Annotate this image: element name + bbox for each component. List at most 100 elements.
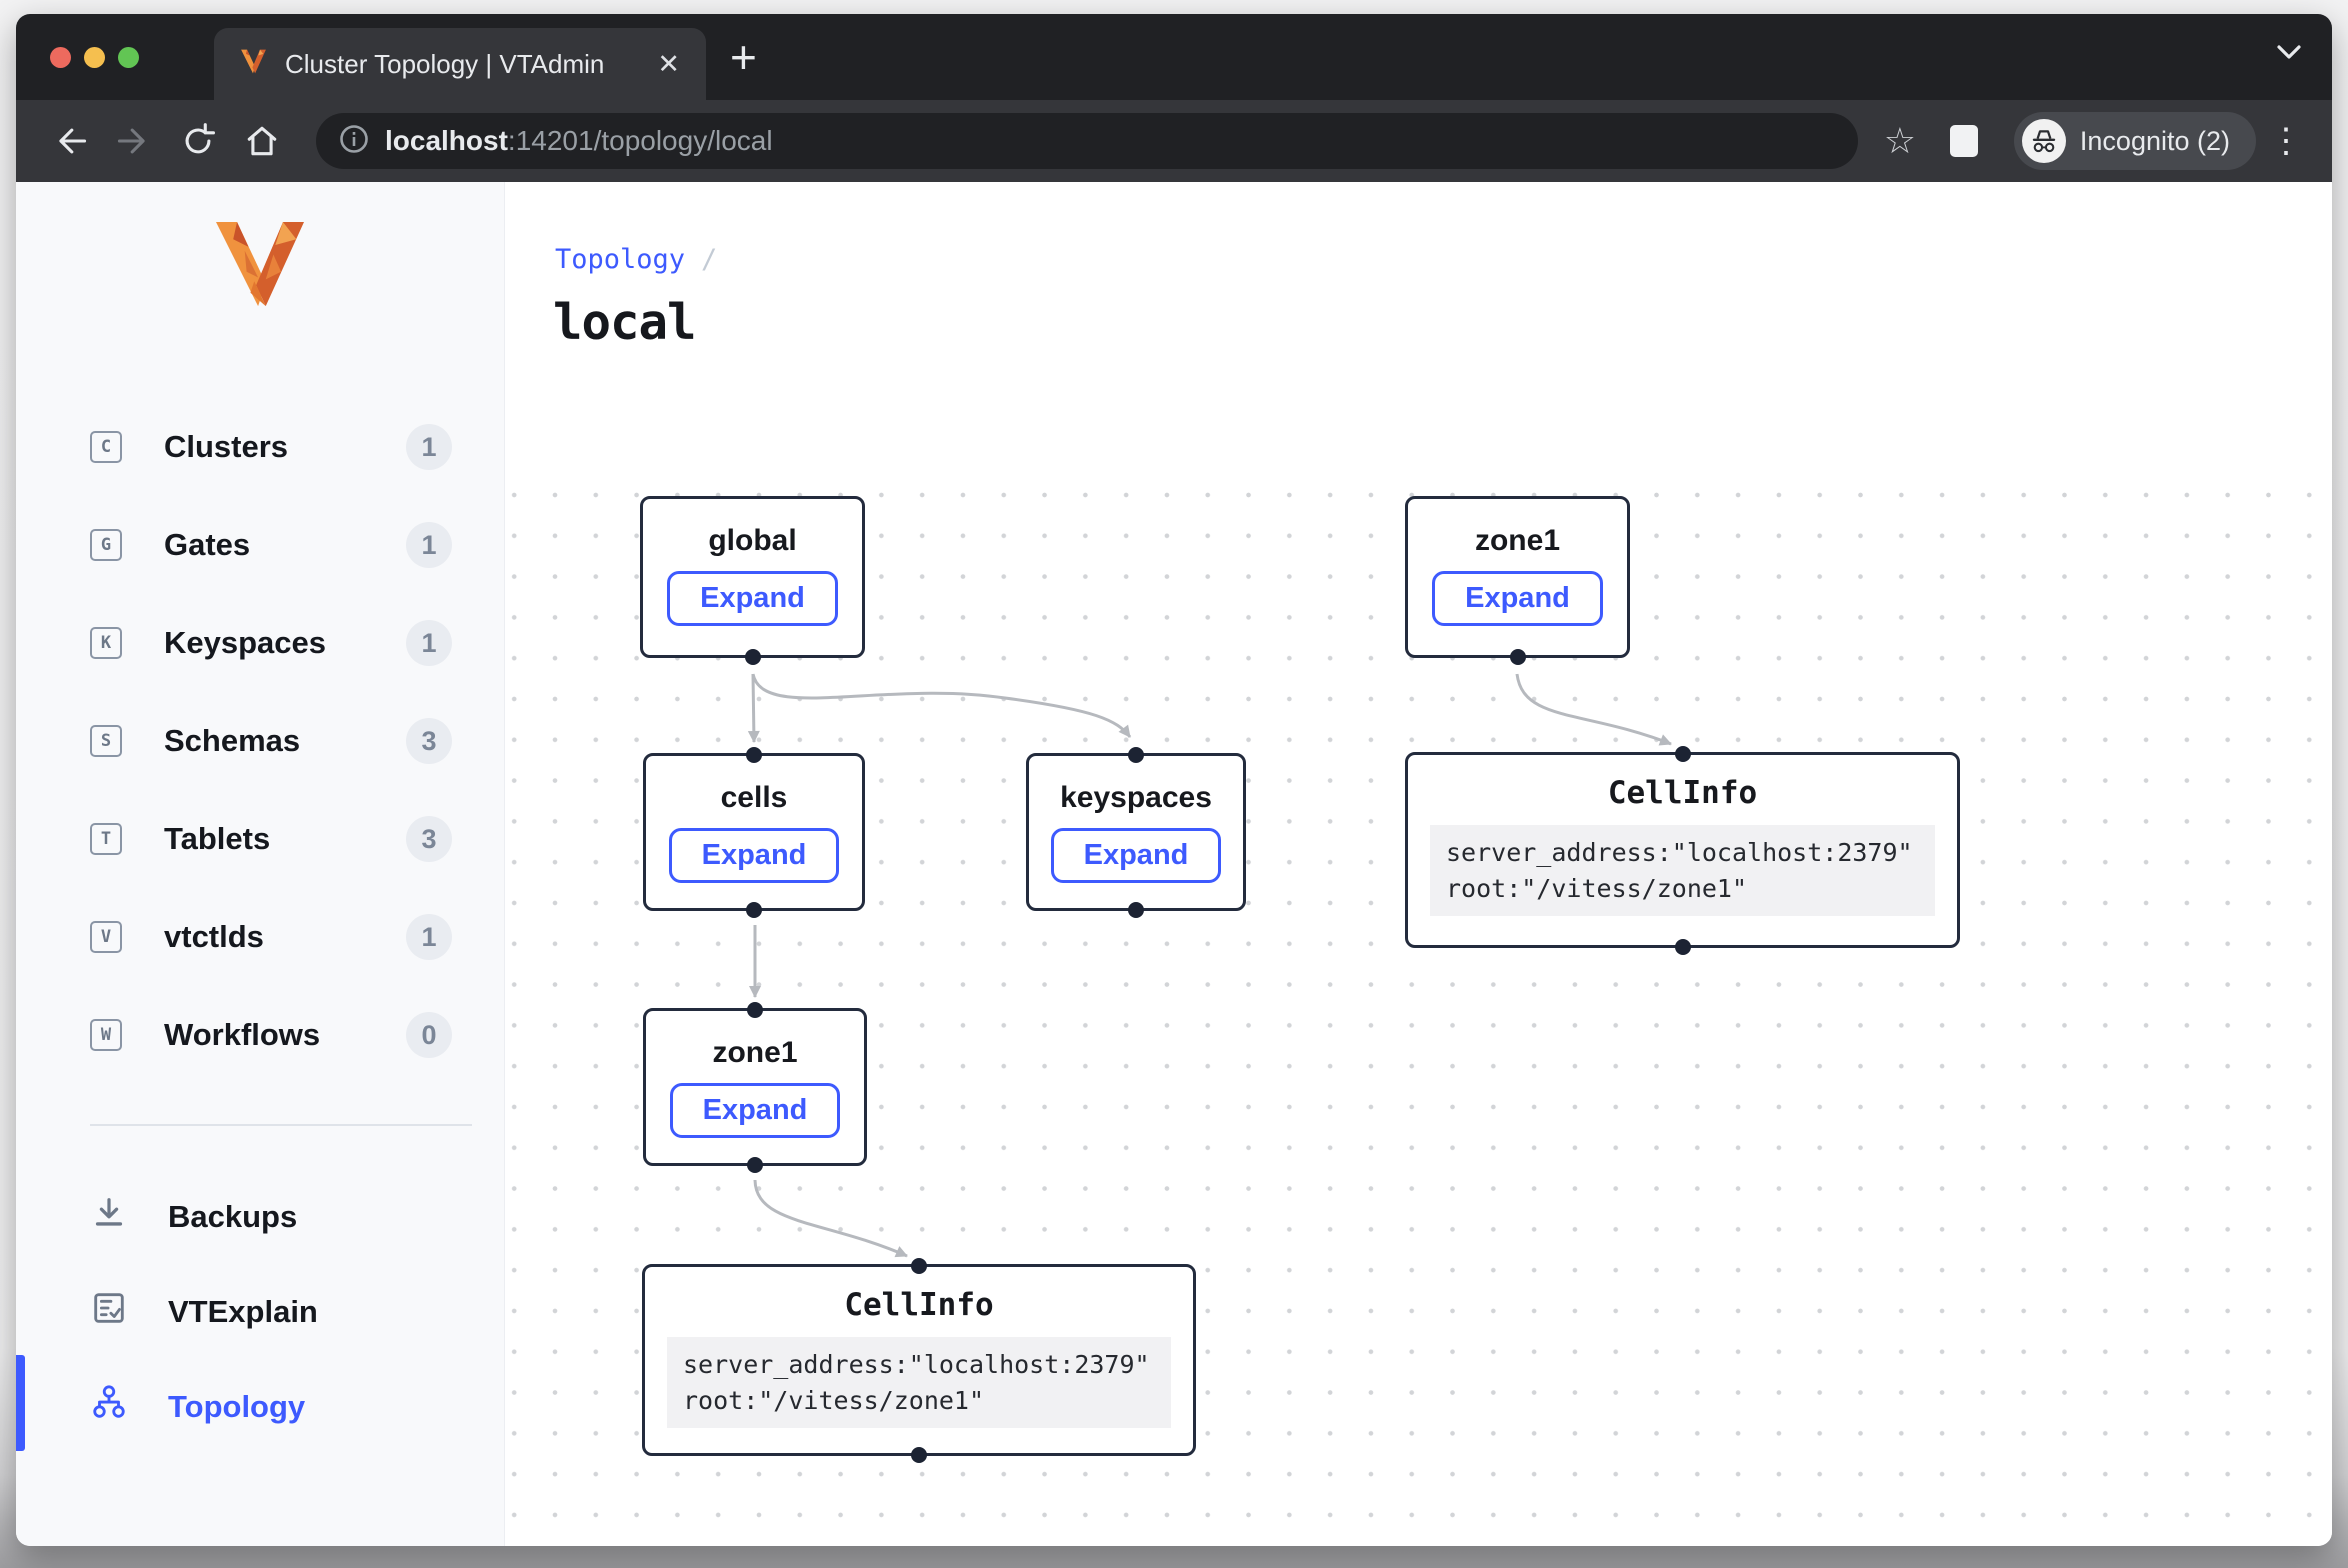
reload-button[interactable] <box>170 113 226 169</box>
gates-letter-icon: G <box>90 529 122 561</box>
sidebar-item-label: VTExplain <box>168 1293 318 1329</box>
sidebar-item-label: vtctlds <box>164 919 264 954</box>
minimize-window-button[interactable] <box>84 47 105 68</box>
sidebar-item-label: Schemas <box>164 723 301 758</box>
url-bar[interactable]: localhost:14201/topology/local <box>316 113 1858 169</box>
sidebar-nav: C Clusters 1 G Gates 1 K Keyspaces 1 S S… <box>16 398 504 1084</box>
sidebar-item-vtctlds[interactable]: V vtctlds 1 <box>16 888 504 986</box>
sidebar-item-gates[interactable]: G Gates 1 <box>16 496 504 594</box>
sidebar-item-label: Backups <box>168 1198 298 1234</box>
edge-zone1-cellinfo <box>753 1179 908 1258</box>
node-port <box>746 746 762 763</box>
window-controls <box>50 47 139 68</box>
count-badge: 3 <box>406 816 452 862</box>
node-zone1-top[interactable]: zone1 Expand <box>1405 496 1630 665</box>
expand-button[interactable]: Expand <box>669 1083 841 1138</box>
node-port <box>746 901 762 918</box>
breadcrumb-topology-link[interactable]: Topology <box>555 244 686 275</box>
sidebar-item-label: Gates <box>164 527 251 562</box>
sidebar-item-clusters[interactable]: C Clusters 1 <box>16 398 504 496</box>
expand-button[interactable]: Expand <box>1432 571 1603 626</box>
workflows-letter-icon: W <box>90 1019 122 1051</box>
expand-button[interactable]: Expand <box>667 571 838 626</box>
breadcrumb: Topology / <box>555 244 717 275</box>
url-text: localhost:14201/topology/local <box>385 125 773 157</box>
favicon-vitess-icon <box>240 49 267 80</box>
close-window-button[interactable] <box>50 47 71 68</box>
tab-title: Cluster Topology | VTAdmin <box>285 48 605 79</box>
keyspaces-letter-icon: K <box>90 627 122 659</box>
page-title: local <box>553 294 697 351</box>
node-port <box>911 1446 927 1463</box>
node-cellinfo-bottom[interactable]: CellInfo server_address:"localhost:2379"… <box>642 1257 1196 1463</box>
edge-global-cells <box>747 673 760 743</box>
main-content: Topology / local global Expand <box>505 182 2332 1546</box>
clusters-letter-icon: C <box>90 431 122 463</box>
browser-tab[interactable]: Cluster Topology | VTAdmin ✕ <box>214 28 706 100</box>
code-line: server_address:"localhost:2379" <box>1446 838 1913 867</box>
topology-icon <box>90 1384 128 1430</box>
node-port <box>747 1001 763 1018</box>
incognito-badge[interactable]: Incognito (2) <box>2013 112 2256 170</box>
node-zone1-bottom[interactable]: zone1 Expand <box>643 1001 867 1173</box>
sidebar-item-label: Clusters <box>164 429 289 464</box>
vtctlds-letter-icon: V <box>90 921 122 953</box>
sidebar-item-label: Keyspaces <box>164 625 327 660</box>
node-port <box>1128 901 1144 918</box>
sidebar-item-topology[interactable]: Topology <box>16 1359 504 1454</box>
sidebar-item-keyspaces[interactable]: K Keyspaces 1 <box>16 594 504 692</box>
sidebar-item-schemas[interactable]: S Schemas 3 <box>16 692 504 790</box>
sidebar-item-tablets[interactable]: T Tablets 3 <box>16 790 504 888</box>
node-port <box>911 1257 927 1274</box>
new-tab-button[interactable]: + <box>730 31 757 83</box>
edge-global-keyspaces <box>751 673 1132 738</box>
node-title: global <box>708 524 797 557</box>
node-title: cells <box>720 781 788 814</box>
count-badge: 1 <box>406 522 452 568</box>
browser-window: Cluster Topology | VTAdmin ✕ + localhost… <box>16 14 2332 1546</box>
active-nav-indicator <box>16 1355 25 1451</box>
home-button[interactable] <box>234 113 290 169</box>
node-port <box>744 648 761 665</box>
node-port <box>1674 745 1691 762</box>
schemas-letter-icon: S <box>90 725 122 757</box>
node-keyspaces[interactable]: keyspaces Expand <box>1026 746 1246 918</box>
zoom-window-button[interactable] <box>118 47 139 68</box>
forward-button[interactable] <box>106 113 162 169</box>
vitess-logo <box>16 222 504 310</box>
side-panel-icon[interactable] <box>1936 113 1992 169</box>
code-line: server_address:"localhost:2379" <box>683 1350 1150 1379</box>
url-host: localhost <box>385 125 508 156</box>
node-title: zone1 <box>1474 524 1561 557</box>
tab-search-chevron-icon[interactable] <box>2276 44 2302 65</box>
cellinfo-code: server_address:"localhost:2379" root:"/v… <box>667 1337 1171 1428</box>
sidebar-item-backups[interactable]: Backups <box>16 1169 504 1264</box>
expand-button[interactable]: Expand <box>1050 828 1222 883</box>
close-tab-icon[interactable]: ✕ <box>657 48 680 79</box>
count-badge: 3 <box>406 718 452 764</box>
count-badge: 1 <box>406 914 452 960</box>
back-button[interactable] <box>42 113 98 169</box>
sidebar-item-label: Tablets <box>164 821 271 856</box>
code-line: root:"/vitess/zone1" <box>683 1385 985 1415</box>
url-path: :14201/topology/local <box>507 125 773 156</box>
node-title: CellInfo <box>1607 775 1758 811</box>
site-info-icon[interactable] <box>338 123 370 160</box>
expand-button[interactable]: Expand <box>668 828 840 883</box>
sidebar-item-workflows[interactable]: W Workflows 0 <box>16 986 504 1084</box>
sidebar-item-label: Topology <box>168 1388 306 1424</box>
node-global[interactable]: global Expand <box>640 496 865 665</box>
tab-strip: Cluster Topology | VTAdmin ✕ + <box>16 14 2332 100</box>
bookmark-star-icon[interactable]: ☆ <box>1883 120 1917 161</box>
node-title: zone1 <box>712 1036 798 1069</box>
breadcrumb-separator: / <box>701 244 718 275</box>
node-cells[interactable]: cells Expand <box>643 746 865 918</box>
vtexplain-icon <box>90 1289 128 1335</box>
browser-menu-kebab-icon[interactable]: ⋮ <box>2269 122 2303 160</box>
code-line: root:"/vitess/zone1" <box>1446 873 1748 903</box>
backups-icon <box>90 1194 128 1240</box>
incognito-label: Incognito (2) <box>2079 125 2230 156</box>
app-sidebar: C Clusters 1 G Gates 1 K Keyspaces 1 S S… <box>16 182 505 1546</box>
sidebar-item-vtexplain[interactable]: VTExplain <box>16 1264 504 1359</box>
node-cellinfo-right[interactable]: CellInfo server_address:"localhost:2379"… <box>1405 745 1960 955</box>
